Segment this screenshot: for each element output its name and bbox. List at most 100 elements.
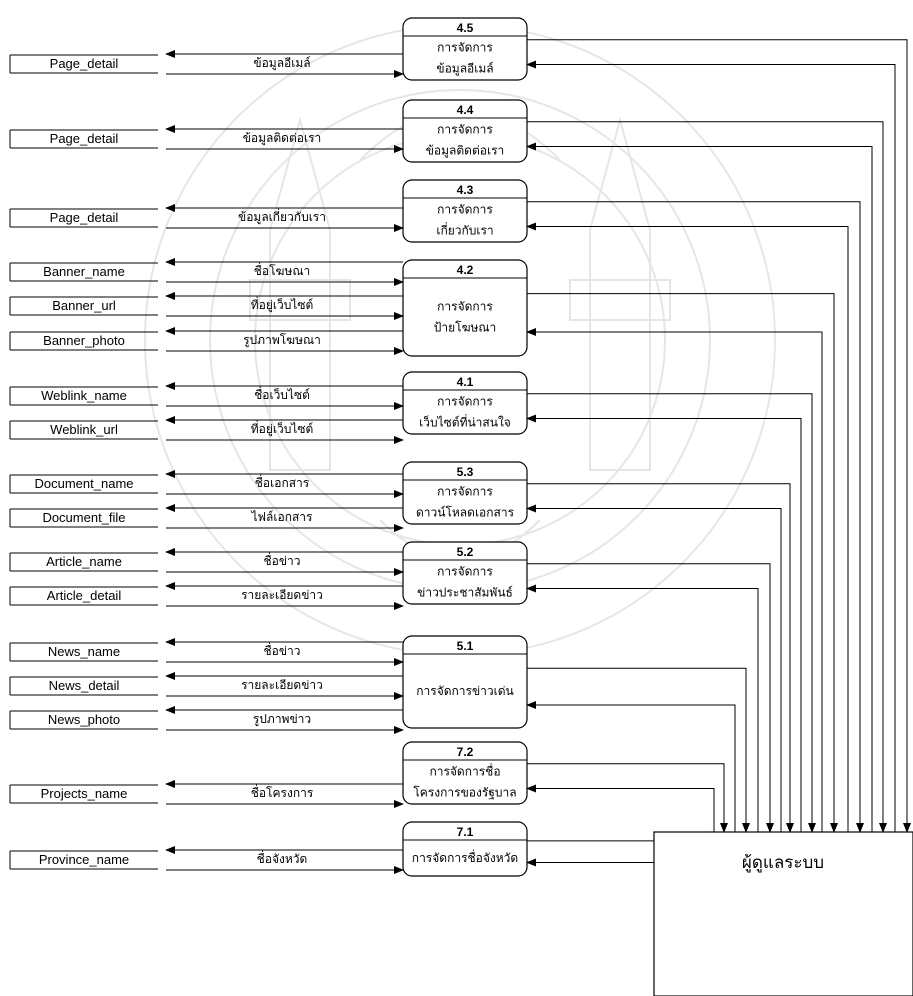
admin-flow-line xyxy=(526,142,873,832)
process-id: 4.5 xyxy=(457,21,474,35)
process-name-line: เว็บไซต์ที่น่าสนใจ xyxy=(419,414,511,430)
process-name-line: การจัดการ xyxy=(437,565,493,579)
admin-flow-line xyxy=(527,293,838,833)
data-store-label: Page_detail xyxy=(50,56,119,71)
process-name-line: ป้ายโฆษณา xyxy=(434,321,497,335)
data-flow-label: ชื่อจังหวัด xyxy=(257,850,308,866)
process-name-line: ดาวน์โหลดเอกสาร xyxy=(416,506,515,520)
data-flow: รายละเอียดข่าว xyxy=(165,672,404,700)
data-flow-label: ชื่อข่าว xyxy=(263,552,300,568)
data-store-label: Banner_photo xyxy=(43,333,125,348)
data-store-label: Article_detail xyxy=(47,588,122,603)
process-id: 5.3 xyxy=(457,465,474,479)
data-flow: รูปภาพข่าว xyxy=(165,706,404,734)
data-store-article-detail: Article_detail xyxy=(9,586,158,606)
data-flow: ชื่อข่าว xyxy=(165,548,404,576)
data-flow-label: ชื่อโครงการ xyxy=(251,784,314,800)
process-name-line: ข้อมูลอีเมล์ xyxy=(436,62,493,77)
data-store-label: Document_name xyxy=(35,476,134,491)
data-flow-label: ไฟล์เอกสาร xyxy=(251,510,314,524)
admin-flow-line xyxy=(526,414,802,832)
admin-connector-group xyxy=(526,39,911,867)
data-flow: ชื่อโฆษณา xyxy=(165,258,404,286)
process-group: 4.5การจัดการข้อมูลอีเมล์4.4การจัดการข้อม… xyxy=(402,17,528,877)
data-store-label: Projects_name xyxy=(41,786,128,801)
data-flow: ข้อมูลอีเมล์ xyxy=(165,50,404,78)
data-flow: รูปภาพโฆษณา xyxy=(165,327,404,355)
admin-entity-label: ผู้ดูแลระบบ xyxy=(742,853,824,873)
data-flow-label: ชื่อเอกสาร xyxy=(255,474,310,490)
process-name-line: การจัดการ xyxy=(437,300,493,314)
data-flow-label: ที่อยู่เว็บไซต์ xyxy=(251,420,314,437)
data-store-label: Weblink_name xyxy=(41,388,127,403)
data-flow-label: ข้อมูลติดต่อเรา xyxy=(243,131,322,146)
data-store-banner-photo: Banner_photo xyxy=(9,331,158,351)
data-store-document-file: Document_file xyxy=(9,508,158,528)
data-store-page-detail: Page_detail xyxy=(9,54,158,74)
data-flow: ชื่อเว็บไซต์ xyxy=(165,382,404,410)
data-store-label: Banner_url xyxy=(52,298,116,313)
data-flow-label: รายละเอียดข่าว xyxy=(241,678,323,692)
data-store-label: Page_detail xyxy=(50,131,119,146)
process-id: 4.4 xyxy=(457,103,474,117)
data-flow-label: ที่อยู่เว็บไซต์ xyxy=(251,296,314,313)
data-store-news-detail: News_detail xyxy=(9,676,158,696)
admin-flow-line xyxy=(527,667,750,833)
process-name-line: การจัดการ xyxy=(437,203,493,217)
admin-flow-line xyxy=(527,121,887,833)
data-flow: ข้อมูลเกี่ยวกับเรา xyxy=(165,204,404,232)
data-store-document-name: Document_name xyxy=(9,474,158,494)
data-store-label: Weblink_url xyxy=(50,422,118,437)
data-store-label: Document_file xyxy=(42,510,125,525)
data-flow: รายละเอียดข่าว xyxy=(165,582,404,610)
admin-flow-line xyxy=(527,201,864,833)
admin-flow-line xyxy=(526,701,736,832)
process-id: 5.2 xyxy=(457,545,474,559)
data-flow-label: ชื่อเว็บไซต์ xyxy=(254,386,310,402)
data-store-label: Page_detail xyxy=(50,210,119,225)
data-store-province-name: Province_name xyxy=(9,850,158,870)
process-name-line: การจัดการข่าวเด่น xyxy=(416,684,514,698)
data-store-projects-name: Projects_name xyxy=(9,784,158,804)
data-flow: ไฟล์เอกสาร xyxy=(165,504,404,532)
process-5-2: 5.2 การจัดการข่าวประชาสัมพันธ์ xyxy=(402,541,528,605)
store-group: Page_detailPage_detailPage_detailBanner_… xyxy=(9,54,158,870)
data-flow-label: รูปภาพโฆษณา xyxy=(243,333,321,348)
data-store-label: Article_name xyxy=(46,554,122,569)
data-flow: ชื่อข่าว xyxy=(165,638,404,666)
process-name-line: การจัดการ xyxy=(437,41,493,55)
admin-entity: ผู้ดูแลระบบ xyxy=(653,831,913,996)
data-flow: ชื่อโครงการ xyxy=(165,780,404,808)
admin-flow-line xyxy=(526,784,715,832)
data-store-label: Banner_name xyxy=(43,264,125,279)
data-flow: ที่อยู่เว็บไซต์ xyxy=(165,416,404,444)
process-4-5: 4.5 การจัดการข้อมูลอีเมล์ xyxy=(402,17,528,81)
process-id: 7.2 xyxy=(457,745,474,759)
admin-flow-line xyxy=(526,328,823,832)
process-name-line: เกี่ยวกับเรา xyxy=(436,222,493,238)
process-name-line: โครงการของรัฐบาล xyxy=(413,786,516,800)
process-id: 4.2 xyxy=(457,263,474,277)
data-store-banner-name: Banner_name xyxy=(9,262,158,282)
process-id: 7.1 xyxy=(457,825,474,839)
admin-flow-line xyxy=(527,563,774,833)
process-name-line: ข่าวประชาสัมพันธ์ xyxy=(417,586,513,600)
admin-flow-line xyxy=(526,584,759,832)
data-flow: ที่อยู่เว็บไซต์ xyxy=(165,292,404,320)
process-name-line: การจัดการ xyxy=(437,485,493,499)
admin-flow-line xyxy=(526,504,782,832)
data-store-banner-url: Banner_url xyxy=(9,296,158,316)
data-flow-label: รูปภาพข่าว xyxy=(253,712,311,727)
data-store-weblink-url: Weblink_url xyxy=(9,420,158,440)
data-store-page-detail: Page_detail xyxy=(9,208,158,228)
admin-flow-line xyxy=(526,222,849,832)
data-flow: ข้อมูลติดต่อเรา xyxy=(165,125,404,153)
